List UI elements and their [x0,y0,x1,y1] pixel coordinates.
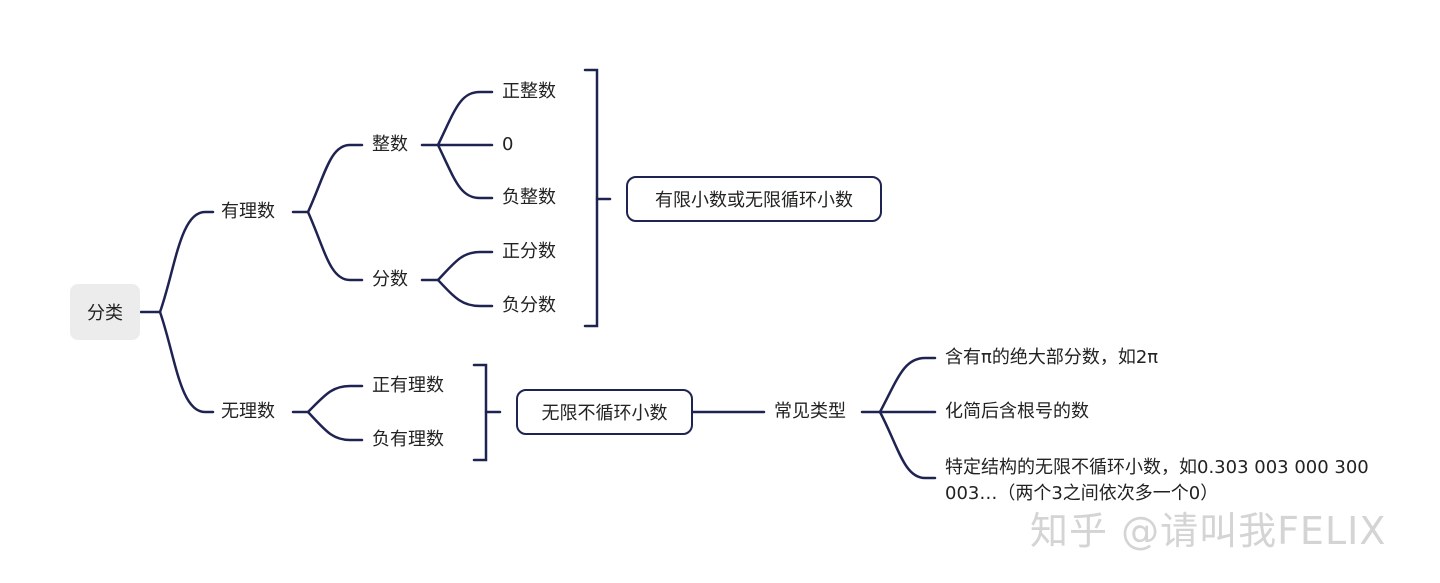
node-common-types[interactable]: 常见类型 [774,401,846,422]
bracket-rational [583,68,599,328]
connector-rational-integer [306,143,364,214]
bracket-irrational [472,363,488,462]
connector-type-1 [878,356,937,414]
node-rational[interactable]: 有理数 [221,201,275,222]
connector-irrational-neg [306,410,364,442]
node-rational-summary[interactable]: 有限小数或无限循环小数 [626,176,882,222]
connector-rational-fraction [306,210,364,282]
connector-integer-pos [436,90,494,147]
node-irrational-summary[interactable]: 无限不循环小数 [516,389,693,435]
node-positive-irrational[interactable]: 正有理数 [372,375,444,396]
node-irrational[interactable]: 无理数 [221,401,275,422]
node-negative-irrational[interactable]: 负有理数 [372,429,444,450]
connector-fraction-pos [436,250,494,282]
connector-root-irrational [158,310,215,414]
connector-fraction-neg [436,278,494,308]
node-type-special-decimal[interactable]: 特定结构的无限不循环小数，如0.303 003 000 300 003…（两个3… [945,457,1369,504]
root-node-bg [70,284,140,340]
watermark: 知乎 @请叫我FELIX [1030,509,1387,553]
node-negative-integer[interactable]: 负整数 [502,187,556,208]
connector-root-rational [158,210,215,314]
node-type-radical[interactable]: 化简后含根号的数 [945,401,1089,422]
node-zero[interactable]: 0 [502,134,514,155]
node-negative-fraction[interactable]: 负分数 [502,295,556,316]
connector-type-3 [878,410,937,480]
node-type-pi[interactable]: 含有π的绝大部分数，如2π [945,347,1159,368]
root-node[interactable]: 分类 [87,303,123,324]
connector-irrational-pos [306,384,364,414]
node-positive-fraction[interactable]: 正分数 [502,241,556,262]
node-integer[interactable]: 整数 [372,134,408,155]
connector-integer-neg [436,143,494,200]
node-fraction[interactable]: 分数 [372,269,408,290]
node-positive-integer[interactable]: 正整数 [502,81,556,102]
